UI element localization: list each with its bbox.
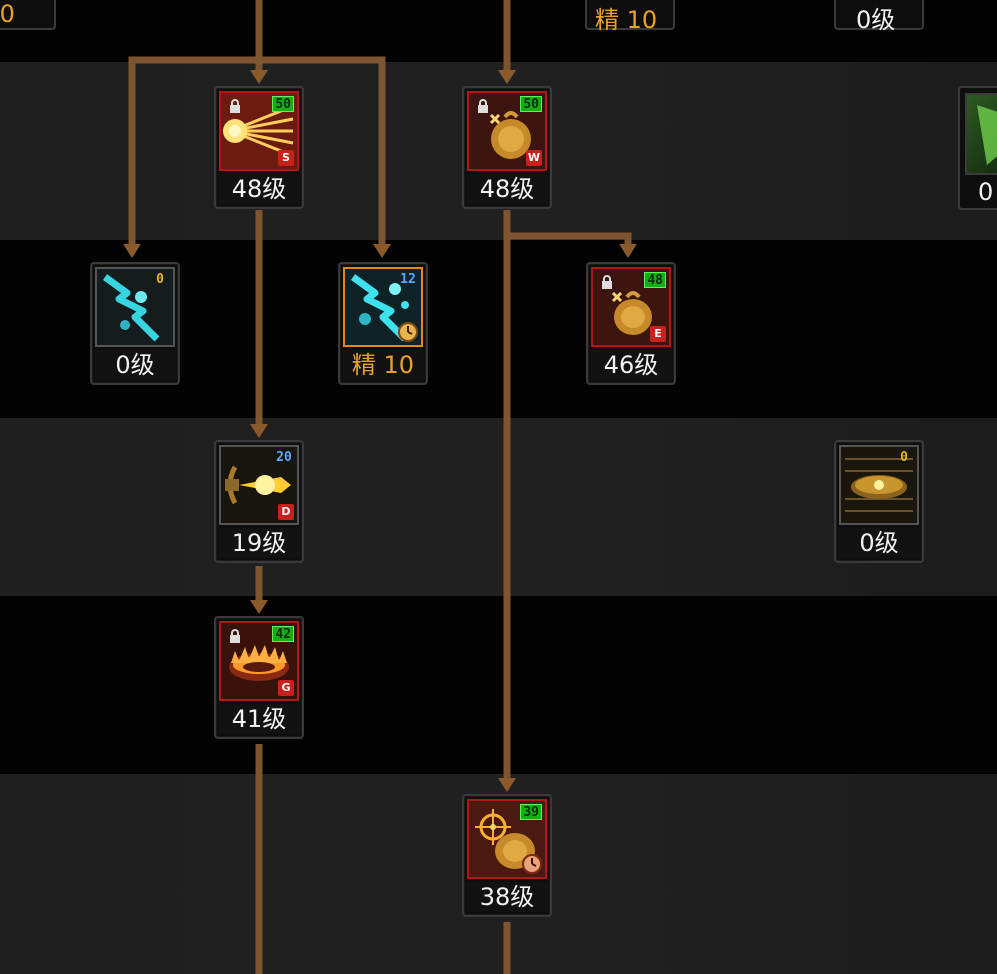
skill-tier-badge: E [650, 326, 666, 342]
skill-node-burst-s[interactable]: 50 S 48级 [214, 86, 304, 209]
skill-level-label: 0级 [856, 6, 896, 34]
link-arrowhead [498, 70, 516, 84]
row-band [0, 596, 997, 774]
skill-level-label: i 10 [0, 0, 15, 28]
golden-disc-icon: 0 [839, 445, 919, 525]
skill-level-label: 46级 [590, 350, 672, 380]
grenade-bag-icon: 48 E [591, 267, 671, 347]
skill-level-label: 0级 [838, 528, 920, 558]
skill-badge: 39 [520, 804, 542, 820]
skill-badge: 50 [520, 96, 542, 112]
link-line [507, 232, 632, 248]
skill-level-label: 48级 [466, 174, 548, 204]
lock-icon [230, 99, 240, 113]
skill-level-label: 48级 [218, 174, 300, 204]
cyan-strike-icon: 12 [343, 267, 423, 347]
link-arrowhead [619, 244, 637, 258]
skill-node-muzzle-d[interactable]: 20 D 19级 [214, 440, 304, 563]
skill-level-label: 38级 [466, 882, 548, 912]
link-arrowhead [250, 600, 268, 614]
row-band [0, 0, 997, 62]
skill-node-flame-ring-g[interactable]: 42 G 41级 [214, 616, 304, 739]
link-line [128, 56, 386, 248]
skill-badge: 12 [400, 272, 416, 287]
skill-badge: 42 [272, 626, 294, 642]
crosshair-grenade-icon: 39 [467, 799, 547, 879]
link-arrowhead [250, 424, 268, 438]
cyan-strike-icon: 0 [95, 267, 175, 347]
green-skill-icon [965, 93, 997, 175]
skill-level-label: 精 10 [595, 6, 658, 34]
skill-tier-badge: W [526, 150, 542, 166]
link-arrowhead [498, 778, 516, 792]
skill-tier-badge: D [278, 504, 294, 520]
skill-node-partial[interactable]: i 10 [0, 0, 56, 30]
skill-node-cyan-strike-elite[interactable]: 12 精 10 [338, 262, 428, 385]
skill-tier-badge: G [278, 680, 294, 696]
fire-burst-icon: 50 S [219, 91, 299, 171]
skill-node-cyan-strike[interactable]: 0 0级 [90, 262, 180, 385]
cooldown-clock-icon [398, 322, 418, 342]
skill-node-target-grenade[interactable]: 39 38级 [462, 794, 552, 917]
skill-node-disc[interactable]: 0 0级 [834, 440, 924, 563]
skill-level-label: 41级 [218, 704, 300, 734]
skill-badge: 50 [272, 96, 294, 112]
skill-badge: 0 [156, 272, 164, 287]
link-arrowhead [250, 70, 268, 84]
row-band [0, 418, 997, 596]
lock-icon [478, 99, 488, 113]
skill-badge: 48 [644, 272, 666, 288]
skill-node-grenade-w[interactable]: 50 W 48级 [462, 86, 552, 209]
flame-ring-icon: 42 G [219, 621, 299, 701]
lock-icon [230, 629, 240, 643]
lock-icon [602, 275, 612, 289]
muzzle-flash-icon: 20 D [219, 445, 299, 525]
skill-node-partial[interactable]: 0 [958, 86, 997, 210]
skill-node-partial[interactable]: 精 10 [585, 0, 675, 34]
skill-badge: 0 [900, 450, 908, 465]
skill-node-grenade-e[interactable]: 48 E 46级 [586, 262, 676, 385]
link-arrowhead [123, 244, 141, 258]
skill-level-label: 0级 [94, 350, 176, 380]
skill-level-label: 精 10 [342, 350, 424, 380]
skill-level-label: 19级 [218, 528, 300, 558]
skill-tier-badge: S [278, 150, 294, 166]
link-arrowhead [373, 244, 391, 258]
grenade-bag-icon: 50 W [467, 91, 547, 171]
skill-badge: 20 [276, 450, 292, 465]
skill-node-partial[interactable]: 0级 [834, 0, 924, 34]
skill-level-label: 0 [978, 178, 994, 206]
cooldown-clock-icon [522, 854, 542, 874]
